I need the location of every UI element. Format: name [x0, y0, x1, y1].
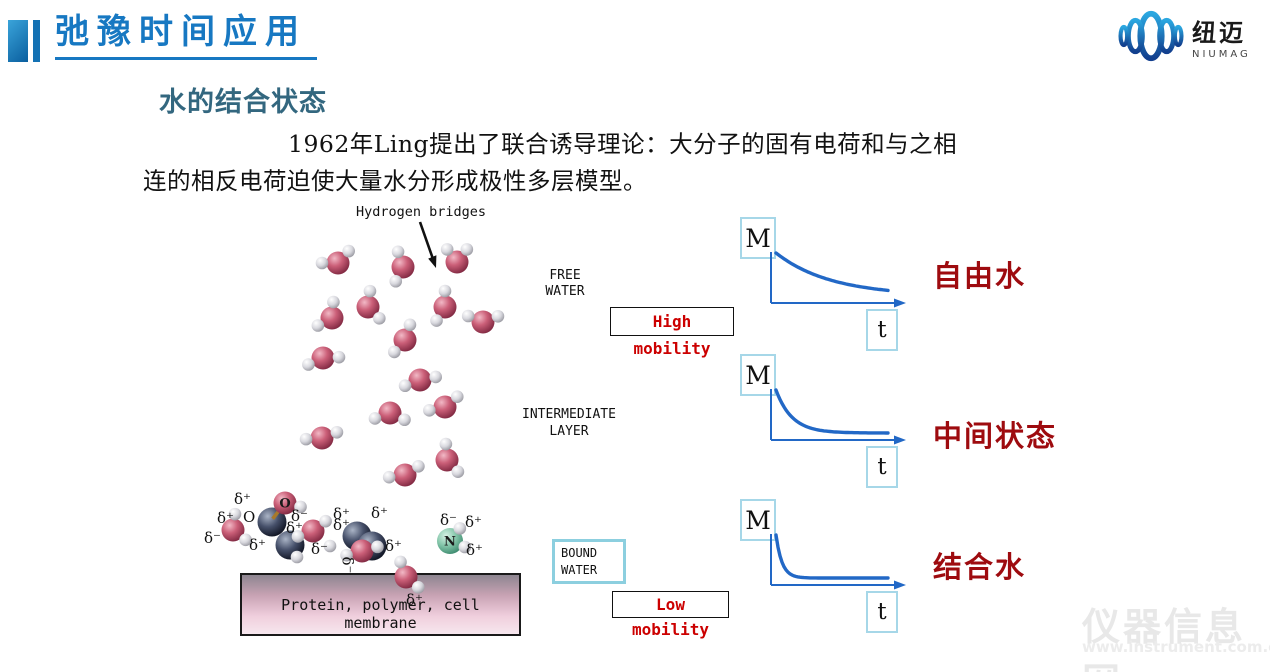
- bound-water-zone-label: BOUND WATER: [552, 539, 626, 584]
- magnetization-axis-box: M: [740, 354, 776, 396]
- svg-text:N: N: [444, 535, 456, 550]
- time-axis-box: t: [866, 446, 898, 488]
- relaxation-curve-bound-water: M t 结合水: [738, 497, 1083, 647]
- high-mobility-badge: High mobility: [610, 307, 734, 358]
- intro-line-2: 连的相反电荷迫使大量水分形成极性多层模型。: [143, 167, 647, 195]
- water-state-label: 自由水: [933, 259, 1027, 293]
- hydrogen-bridges-label: Hydrogen bridges: [356, 204, 487, 220]
- watermark-url: www.instrument.com.cn: [1082, 638, 1270, 656]
- low-mobility-badge: Low mobility: [612, 591, 729, 639]
- hydrogen-bridges-arrow: [418, 221, 437, 268]
- time-axis-box: t: [866, 309, 898, 351]
- decay-curve-plot: [770, 388, 906, 445]
- decay-curve-plot: [770, 533, 906, 590]
- title-accent-bar: [8, 20, 28, 62]
- membrane-box: Protein, polymer, cell membrane: [240, 573, 521, 636]
- watermark-text: 仪器信息网: [1082, 604, 1247, 672]
- title-accent-bar-thin: [33, 20, 40, 62]
- intermediate-layer-zone-label: INTERMEDIATE LAYER: [522, 407, 616, 439]
- page-title: 弛豫时间应用: [55, 12, 317, 60]
- decay-curve-plot: [770, 251, 906, 308]
- logo-name-cn: 纽迈: [1192, 18, 1246, 47]
- niumag-logo-icon: [1118, 10, 1184, 62]
- membrane-label: Protein, polymer, cell membrane: [281, 596, 480, 632]
- free-water-zone-label: FREE WATER: [545, 268, 585, 299]
- relaxation-curve-free-water: M t 自由水: [738, 215, 1083, 365]
- intro-line-1: 1962年Ling提出了联合诱导理论：大分子的固有电荷和与之相: [288, 130, 958, 158]
- logo-text: 纽迈 NIUMAG: [1192, 13, 1251, 60]
- relaxation-curve-intermediate: M t 中间状态: [738, 352, 1083, 502]
- water-state-label: 中间状态: [933, 419, 1058, 453]
- water-molecules-illustration: ON: [221, 243, 505, 594]
- niumag-logo: 纽迈 NIUMAG: [1118, 8, 1251, 64]
- section-heading: 水的结合状态: [159, 87, 327, 118]
- time-axis-box: t: [866, 591, 898, 633]
- intro-paragraph: 1962年Ling提出了联合诱导理论：大分子的固有电荷和与之相 连的相反电荷迫使…: [143, 126, 1033, 200]
- logo-name-en: NIUMAG: [1192, 48, 1251, 60]
- svg-text:O: O: [279, 497, 290, 512]
- water-state-label: 结合水: [933, 550, 1027, 584]
- magnetization-axis-box: M: [740, 499, 776, 541]
